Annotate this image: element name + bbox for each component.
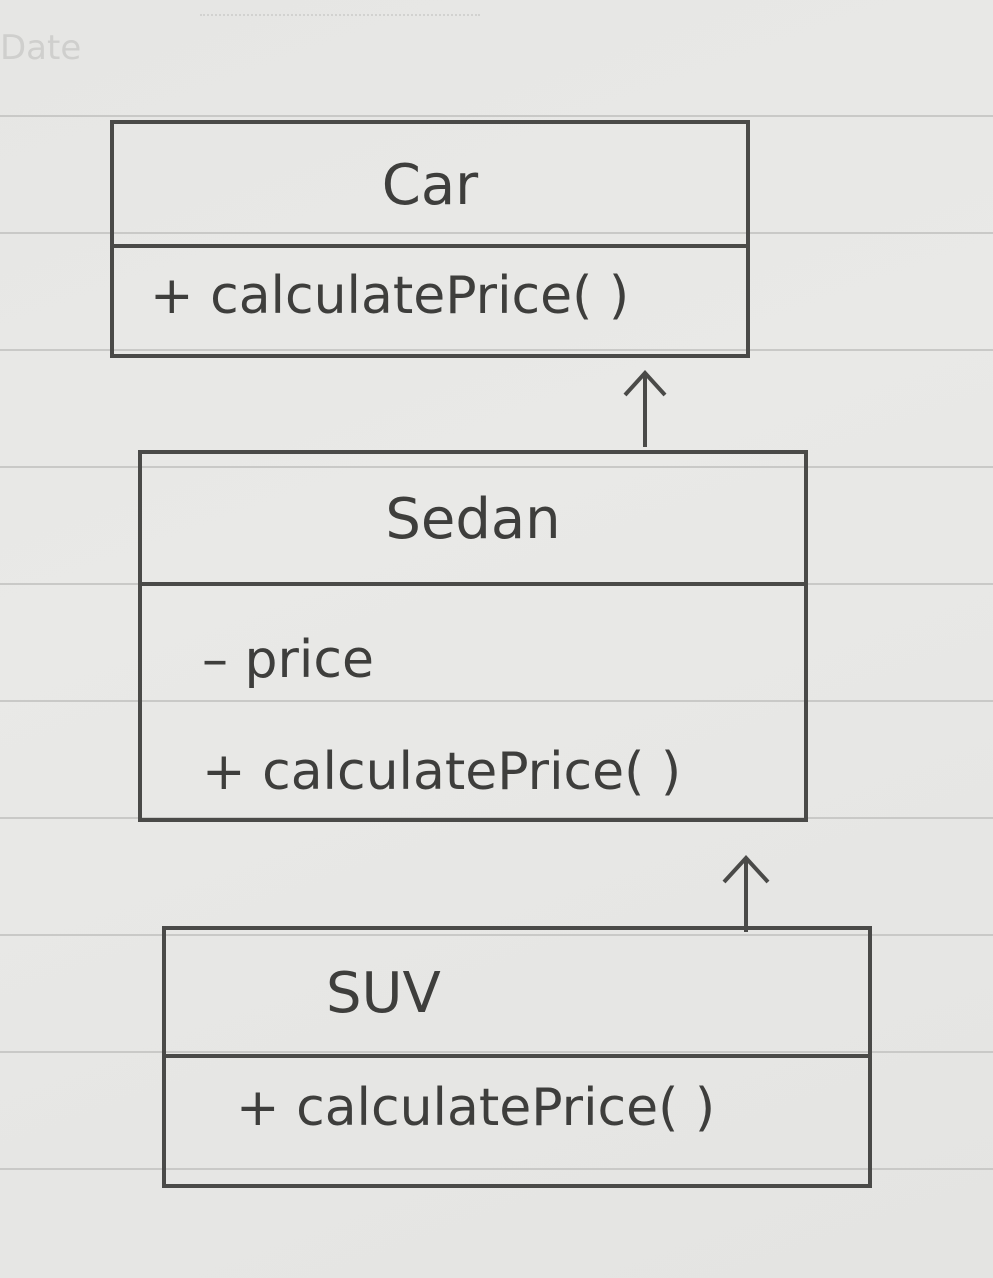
- class-name-sedan: Sedan: [142, 454, 804, 586]
- class-car: Car + calculatePrice( ): [110, 120, 750, 358]
- method-calculateprice: + calculatePrice( ): [150, 266, 630, 326]
- members-sedan: – price + calculatePrice( ): [142, 586, 804, 828]
- header-dotted-line: [200, 14, 480, 16]
- class-name-suv: SUV: [166, 930, 868, 1058]
- methods-suv: + calculatePrice( ): [166, 1058, 868, 1138]
- date-label: Date: [0, 28, 82, 68]
- class-name-car: Car: [114, 124, 746, 248]
- method-calculateprice: + calculatePrice( ): [202, 742, 682, 802]
- class-suv: SUV + calculatePrice( ): [162, 926, 872, 1188]
- class-sedan: Sedan – price + calculatePrice( ): [138, 450, 808, 822]
- method-calculateprice: + calculatePrice( ): [236, 1078, 716, 1138]
- inheritance-arrow-sedan-car: [623, 370, 667, 447]
- attribute-price: – price: [202, 630, 374, 690]
- methods-car: + calculatePrice( ): [114, 248, 746, 326]
- inheritance-arrow-suv-sedan: [722, 855, 770, 932]
